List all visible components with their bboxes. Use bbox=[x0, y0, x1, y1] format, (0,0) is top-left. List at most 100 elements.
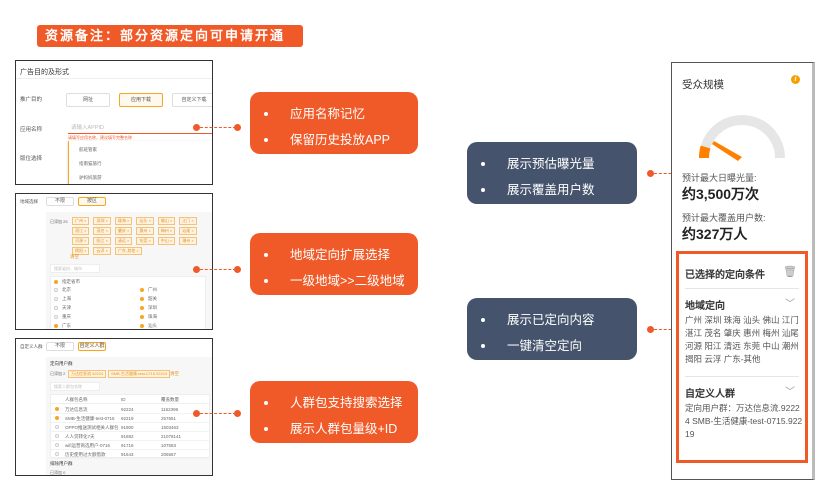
region-tag[interactable]: 揭阳 × bbox=[72, 247, 90, 255]
purpose-option-app[interactable]: 应用下载 bbox=[119, 93, 163, 107]
region-section-title: 地域定向 bbox=[685, 301, 725, 312]
region-tag[interactable]: 中山 × bbox=[157, 237, 176, 245]
selected-count: 已添加 25 bbox=[50, 219, 68, 224]
chevron-down-icon[interactable]: ﹀ bbox=[785, 387, 795, 398]
suggestion-item[interactable]: 航班管家 bbox=[79, 147, 97, 152]
region-tag[interactable]: 汕头 × bbox=[136, 217, 154, 225]
suggestion-dropdown: 航班管家 指南猫旅行 驴妈妈旅游 bbox=[68, 141, 212, 184]
list-item[interactable]: 北京 bbox=[54, 287, 71, 293]
region-tag[interactable]: 潮州 × bbox=[179, 237, 197, 245]
list-item[interactable]: 韶关 bbox=[140, 296, 157, 302]
connector-line bbox=[654, 329, 686, 330]
slot-label: 版位选择 bbox=[20, 156, 43, 162]
list-item[interactable]: 上海 bbox=[54, 296, 71, 302]
region-form-screenshot: 地域选择 不限 按区 已添加 25 广州 ×深圳 ×珠海 ×汕头 ×佛山 ×江门… bbox=[15, 193, 213, 330]
connector-dot bbox=[193, 266, 200, 273]
include-section-title: 定向用户群 bbox=[50, 361, 73, 366]
error-text: 请填写应用名称，建议填写完整名称 bbox=[68, 135, 132, 140]
connector-dot bbox=[647, 326, 654, 333]
connector-dot bbox=[193, 124, 200, 131]
suggestion-item[interactable]: 驴妈妈旅游 bbox=[79, 175, 102, 180]
region-tag[interactable]: 云浮 × bbox=[93, 247, 111, 255]
audience-tag[interactable]: SMB-生活健康-test-0715.92219 bbox=[108, 370, 171, 378]
chevron-down-icon[interactable]: ﹀ bbox=[785, 299, 795, 310]
app-name-input[interactable]: 请输入APPID bbox=[68, 120, 212, 134]
app-name-label: 应用名称 bbox=[20, 127, 43, 133]
region-tag[interactable]: 广州 × bbox=[72, 217, 90, 225]
connector-dot bbox=[647, 170, 654, 177]
region-tag[interactable]: 肇庆 × bbox=[114, 227, 133, 235]
list-item[interactable]: 深圳 bbox=[140, 305, 157, 311]
panel-title: 受众规模 bbox=[682, 79, 724, 91]
region-tag[interactable]: 惠州 × bbox=[136, 227, 154, 235]
region-tag[interactable]: 阳江 × bbox=[93, 237, 111, 245]
audience-section-title: 自定义人群 bbox=[685, 389, 735, 400]
exposure-value: 约3,500万次 bbox=[682, 186, 760, 202]
region-label: 地域选择 bbox=[20, 199, 38, 204]
connector-line bbox=[200, 413, 236, 414]
region-tag[interactable]: 汕尾 × bbox=[179, 227, 197, 235]
selected-conditions-box: 已选择的定向条件 🗑 地域定向 ﹀ 广州 深圳 珠海 汕头 佛山 江门 湛江 茂… bbox=[676, 251, 808, 463]
region-tag[interactable]: 湛江 × bbox=[72, 227, 90, 235]
region-tag[interactable]: 广东-其他 × bbox=[114, 247, 142, 255]
callout-region: 地域定向扩展选择 一级地域>>二级地域 bbox=[250, 233, 418, 295]
connector-line bbox=[200, 127, 236, 128]
section-header: 广告目的及形式 bbox=[16, 61, 212, 79]
list-item[interactable]: 汕头 bbox=[140, 323, 157, 329]
audience-label: 自定义人群 bbox=[20, 344, 43, 349]
region-tag-list: 广州 ×深圳 ×珠海 ×汕头 ×佛山 ×江门 × 湛江 ×茂名 ×肇庆 ×惠州 ×… bbox=[70, 216, 212, 256]
audience-option-any[interactable]: 不限 bbox=[46, 342, 74, 351]
list-item[interactable]: 广东 bbox=[54, 323, 71, 329]
connector-dot bbox=[234, 124, 241, 131]
users-value: 约327万人 bbox=[682, 226, 748, 242]
region-values: 广州 深圳 珠海 汕头 佛山 江门 湛江 茂名 肇庆 惠州 梅州 汕尾 河源 阳… bbox=[685, 315, 799, 364]
region-tag[interactable]: 佛山 × bbox=[157, 217, 176, 225]
clear-link[interactable]: 清空 bbox=[70, 254, 79, 259]
region-option-area[interactable]: 按区 bbox=[78, 197, 106, 206]
list-item[interactable]: 珠海 bbox=[140, 314, 157, 320]
divider bbox=[685, 376, 799, 377]
suggestion-item[interactable]: 指南猫旅行 bbox=[79, 161, 102, 166]
connector-line bbox=[654, 173, 686, 174]
list-item[interactable]: 重庆 bbox=[54, 314, 71, 320]
info-icon[interactable]: i bbox=[791, 75, 800, 84]
audience-search-input[interactable]: 搜索人群包名称 bbox=[50, 382, 100, 391]
region-tag[interactable]: 茂名 × bbox=[93, 227, 111, 235]
purpose-option-url[interactable]: 网址 bbox=[66, 93, 110, 107]
gauge-icon bbox=[699, 115, 785, 161]
audience-form-screenshot: 自定义人群 不限 自定义人群 定向用户群 已添加 2 万达信息流 92224 S… bbox=[15, 338, 213, 476]
group-header: 指定省市 bbox=[54, 279, 80, 285]
list-item[interactable]: 天津 bbox=[54, 305, 71, 311]
exclude-count: 已添加 0 bbox=[50, 470, 66, 475]
region-tag[interactable]: 清远 × bbox=[114, 237, 133, 245]
audience-values: 定向用户群：万达信息流.92224 SMB-生活健康-test-0715.922… bbox=[685, 403, 803, 439]
purpose-label: 推广目的 bbox=[20, 97, 43, 103]
region-search-input[interactable]: 搜索省份、城市 bbox=[50, 264, 100, 273]
audience-tag[interactable]: 万达信息流 92224 bbox=[68, 370, 107, 378]
region-option-any[interactable]: 不限 bbox=[46, 197, 74, 206]
users-label: 预计最大覆盖用户数: bbox=[682, 213, 766, 223]
callout-audience: 人群包支持搜索选择 展示人群包量级+ID bbox=[250, 381, 418, 443]
exclude-section-title: 排除用户群 bbox=[50, 461, 73, 466]
callout-estimate: 展示预估曝光量 展示覆盖用户数 bbox=[467, 142, 637, 204]
region-tag[interactable]: 江门 × bbox=[179, 217, 197, 225]
purpose-option-custom[interactable]: 自定义下载 bbox=[172, 93, 212, 107]
list-item[interactable]: 广州 bbox=[140, 287, 157, 293]
clear-link[interactable]: 清空 bbox=[170, 371, 179, 376]
app-form-screenshot: 广告目的及形式 推广目的 网址 应用下载 自定义下载 应用名称 请输入APPID… bbox=[15, 60, 213, 185]
region-tag[interactable]: 深圳 × bbox=[93, 217, 111, 225]
region-tag[interactable]: 河源 × bbox=[72, 237, 90, 245]
region-tag[interactable]: 珠海 × bbox=[114, 217, 133, 225]
region-tag[interactable]: 梅州 × bbox=[157, 227, 176, 235]
region-tag[interactable]: 东莞 × bbox=[136, 237, 154, 245]
audience-option-custom[interactable]: 自定义人群 bbox=[78, 342, 106, 351]
trash-icon[interactable]: 🗑 bbox=[783, 266, 797, 278]
